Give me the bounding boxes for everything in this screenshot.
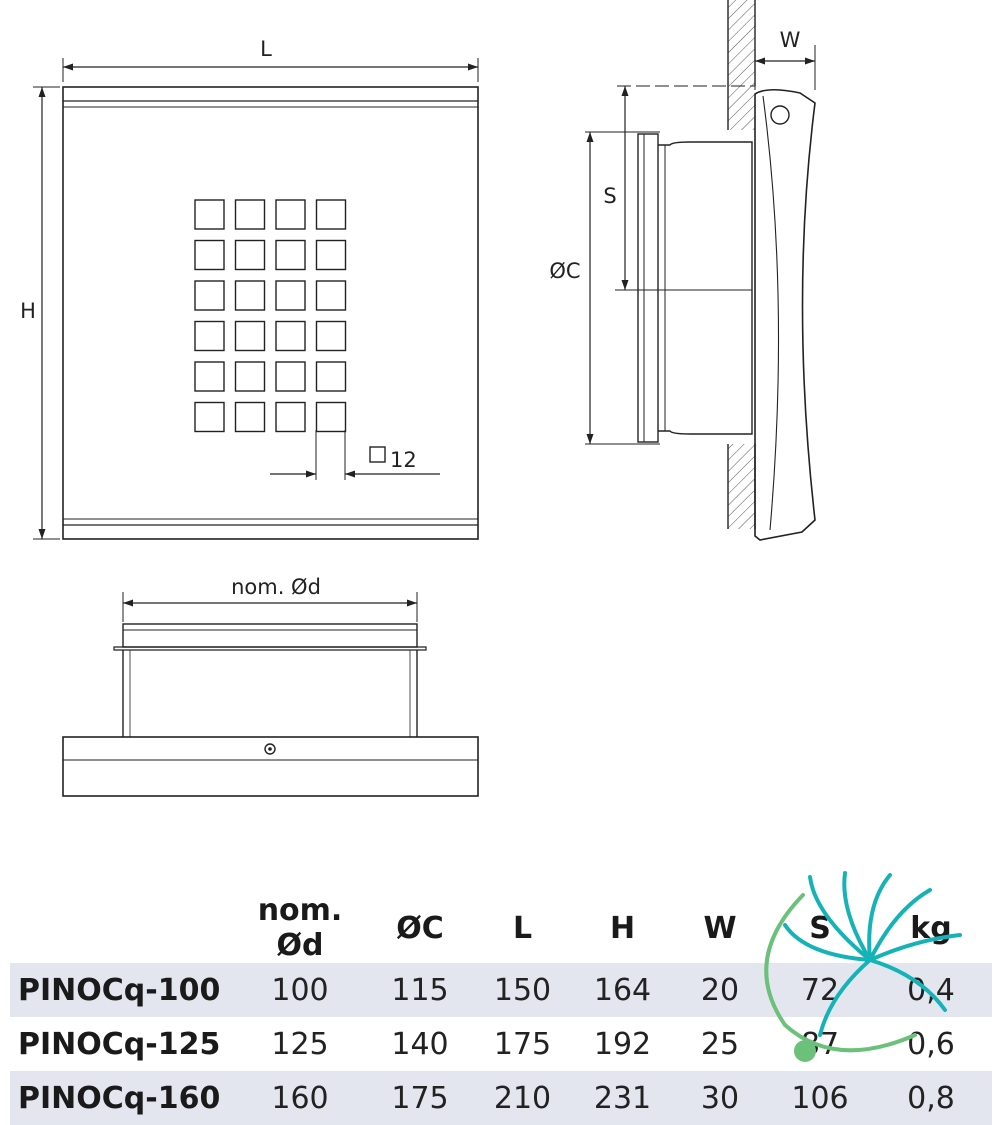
table-row: PINOCq-160 160 175 210 231 30 106 0,8 [10,1071,992,1125]
table-cell: 0,8 [870,1071,992,1125]
model-name: PINOCq-125 [18,1026,221,1062]
table-cell: 125 [271,1026,329,1062]
square-opening [194,320,225,352]
table-cell: 231 [575,1071,670,1125]
table-cell: 210 [470,1071,575,1125]
label-W: W [780,28,801,52]
square-opening [275,361,306,392]
square-opening [234,280,266,311]
table-cell: 150 [470,963,575,1017]
label-C: ØC [549,259,580,283]
table-cell: 175 [370,1071,470,1125]
label-L: L [260,37,272,61]
model-name: PINOCq-100 [10,963,230,1017]
square-opening [275,401,306,433]
spec-table: nom. Ød ØC L H W S kg PINOCq-100 100 115… [10,893,992,1125]
square-opening [194,199,225,230]
table-cell: 192 [593,1026,652,1062]
table-cell: 0,4 [870,963,992,1017]
square-opening [275,280,306,311]
square-opening [234,361,266,392]
top-view: nom. Ød [62,575,479,797]
table-header-cell: S [809,910,831,946]
square-opening [234,320,266,352]
square-opening [315,199,347,230]
table-cell: 100 [230,963,370,1017]
square-opening [315,239,347,271]
table-cell: 175 [493,1026,552,1062]
table-cell: 115 [370,963,470,1017]
square-opening [234,199,266,230]
pinwheel-logo-icon [764,871,962,1062]
table-cell: 164 [575,963,670,1017]
square-opening [234,401,266,433]
square-opening [315,361,347,392]
label-S: S [603,184,616,208]
table-header-cell: W [703,910,737,946]
square-opening [315,280,347,311]
table-header-cell: nom. Ød [257,893,343,963]
table-header-cell [10,893,230,963]
table-cell: 20 [670,963,770,1017]
table-cell: 72 [770,963,870,1017]
table-cell: 106 [770,1071,870,1125]
square-opening [234,239,266,271]
square-opening [315,401,347,433]
table-cell: 140 [391,1026,449,1062]
square-opening [315,320,347,352]
side-view: W S ØC [549,0,816,541]
table-cell: 30 [670,1071,770,1125]
square-opening [275,239,306,271]
technical-drawing: L H 12 W [20,0,816,797]
square-opening [194,280,225,311]
table-header-cell: ØC [396,910,444,946]
label-nom-d: nom. Ød [231,575,321,599]
screw-icon [264,743,276,755]
table-header-cell: L [512,910,533,946]
screw-icon [770,105,790,125]
table-header-row: nom. Ød ØC L H W S kg [10,893,992,963]
table-header-cell: H [609,910,636,946]
table-row: PINOCq-100 100 115 150 164 20 72 0,4 [10,963,992,1017]
square-symbol-icon [369,446,386,463]
table-cell: 25 [700,1026,740,1062]
model-name: PINOCq-160 [10,1071,230,1125]
front-view: L H 12 [20,37,479,540]
table-cell: 0,6 [907,1026,955,1062]
square-opening [194,239,225,271]
square-openings-grid [194,199,347,433]
square-opening [275,199,306,230]
label-H: H [20,299,36,323]
square-opening [194,401,225,433]
label-square-size: 12 [390,448,417,472]
square-opening [194,361,225,392]
square-opening [275,320,306,352]
table-cell: 160 [230,1071,370,1125]
